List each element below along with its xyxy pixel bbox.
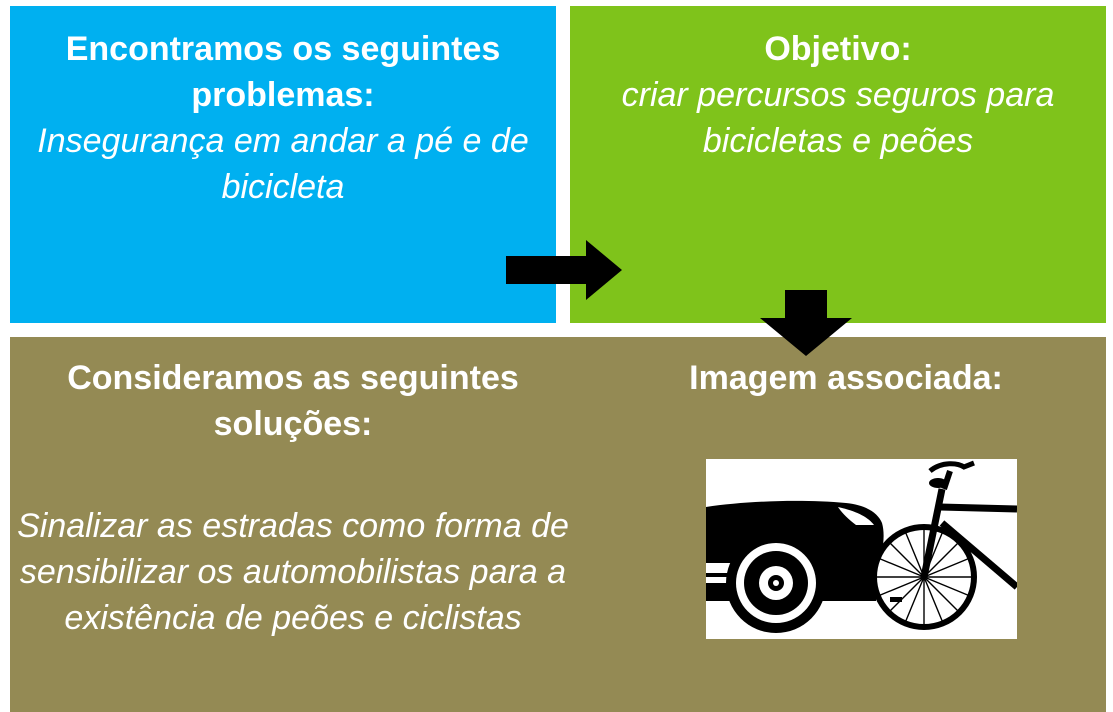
problems-text: Insegurança em andar a pé e de bicicleta [37, 122, 529, 206]
solutions-heading: Consideramos as seguintes soluções: [67, 359, 519, 443]
solutions-text: Sinalizar as estradas como forma de sens… [17, 507, 569, 637]
solutions-box: Consideramos as seguintes soluções: Sina… [10, 337, 1106, 712]
image-heading: Imagem associada: [689, 359, 1003, 397]
objective-text: criar percursos seguros para bicicletas … [621, 76, 1055, 160]
problems-box: Encontramos os seguintes problemas: Inse… [10, 6, 556, 323]
objective-heading: Objetivo: [764, 30, 912, 68]
arrow-right-icon [506, 240, 622, 300]
arrow-down-icon [760, 290, 852, 356]
problems-heading: Encontramos os seguintes problemas: [65, 30, 501, 114]
objective-box: Objetivo: criar percursos seguros para b… [570, 6, 1106, 323]
car-bicycle-image [706, 459, 1020, 639]
